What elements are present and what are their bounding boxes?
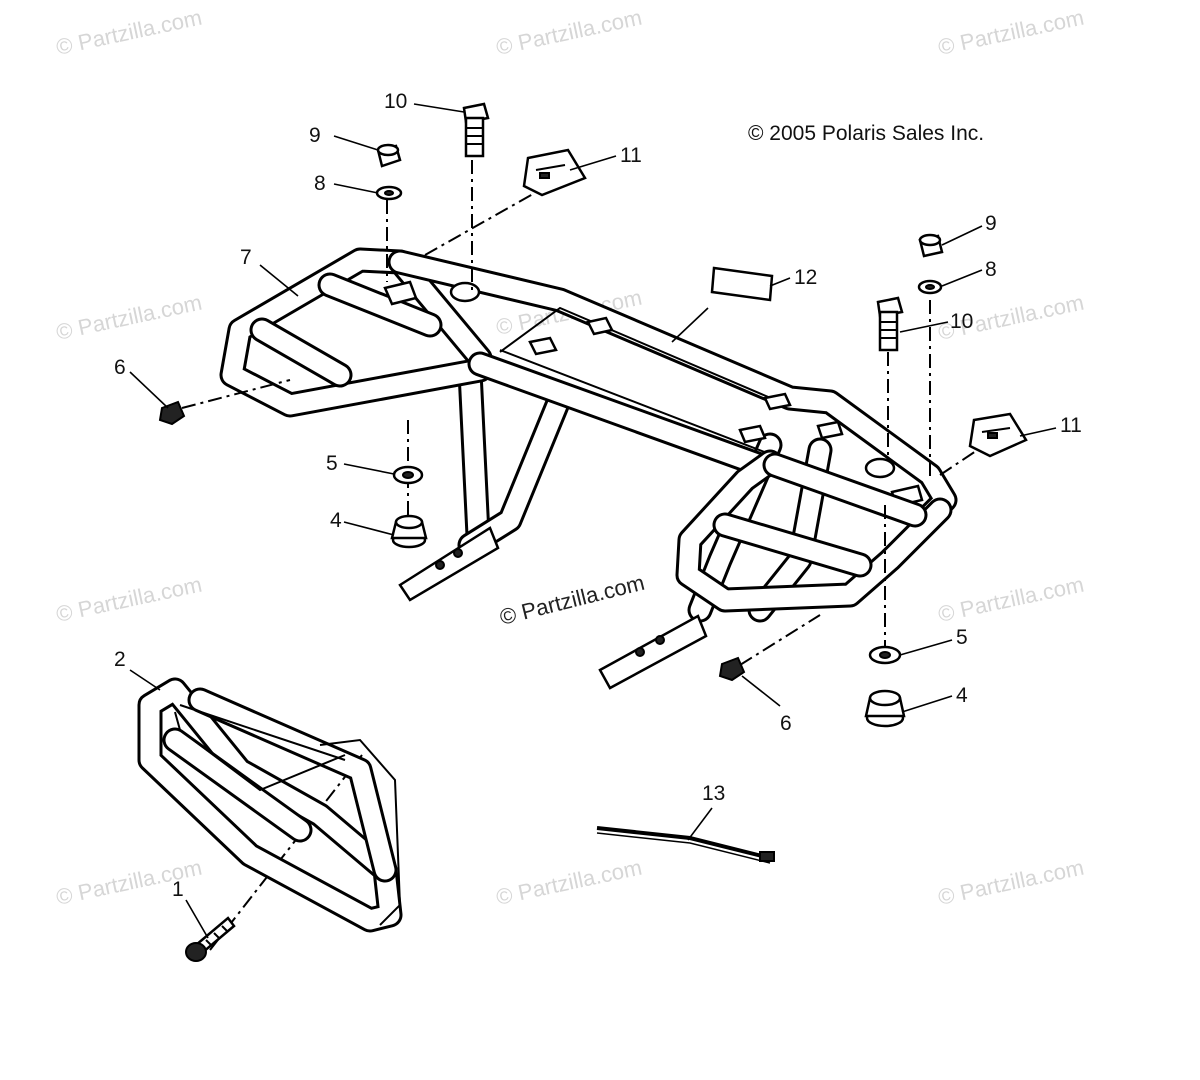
cap-nut-9-left	[376, 143, 402, 168]
washer-8-left	[375, 185, 403, 201]
callout-4: 4	[956, 684, 968, 707]
callout-11: 11	[620, 144, 642, 167]
flange-nut-4-right	[864, 689, 906, 728]
callout-10: 10	[950, 310, 973, 333]
callout-6: 6	[780, 712, 792, 735]
watermark: © Partzilla.com	[54, 572, 204, 627]
callout-8: 8	[314, 172, 326, 195]
washer-5-right	[868, 645, 902, 665]
watermark: © Partzilla.com	[936, 855, 1086, 910]
callout-7: 7	[240, 246, 252, 269]
callout-2: 2	[114, 648, 126, 671]
washer-5-left	[392, 465, 424, 485]
callout-6: 6	[114, 356, 126, 379]
rack-right-loop	[675, 449, 953, 613]
watermark: © Partzilla.com	[936, 572, 1086, 627]
nut-6-left	[158, 400, 186, 426]
callout-10: 10	[384, 90, 407, 113]
callout-8: 8	[985, 258, 997, 281]
leader-lines	[129, 103, 1057, 939]
decal-12	[710, 266, 774, 302]
callout-5: 5	[326, 452, 338, 475]
callout-13: 13	[702, 782, 725, 805]
copyright-notice: © 2005 Polaris Sales Inc.	[748, 122, 984, 145]
watermark: © Partzilla.com	[494, 855, 644, 910]
callout-9: 9	[985, 212, 997, 235]
callout-1: 1	[172, 878, 184, 901]
bolt-1	[185, 916, 236, 962]
cap-nut-9-right	[918, 233, 944, 258]
flange-nut-4-left	[390, 514, 428, 549]
bumper-2	[137, 677, 403, 933]
callout-5: 5	[956, 626, 968, 649]
washer-8-right	[917, 279, 943, 295]
clip-11-left	[522, 148, 587, 197]
watermark: © Partzilla.com	[54, 5, 204, 60]
bolt-10-left	[462, 102, 490, 158]
callout-12: 12	[794, 266, 817, 289]
callout-4: 4	[330, 509, 342, 532]
rack-assembly	[219, 247, 958, 690]
clip-11-right	[968, 412, 1028, 458]
watermark: © Partzilla.com	[494, 5, 644, 60]
fasteners-right	[718, 233, 1028, 728]
watermark-center: © Partzilla.com	[497, 570, 647, 630]
bolt-10-right	[876, 296, 904, 352]
fasteners-left	[158, 102, 587, 549]
callout-9: 9	[309, 124, 321, 147]
watermark: © Partzilla.com	[54, 290, 204, 345]
callout-11: 11	[1060, 414, 1082, 437]
watermark: © Partzilla.com	[936, 5, 1086, 60]
callout-numbers: 10 9 8 11 7 6 5 4 12 9 8 10 11 5 4 6 2 1…	[114, 90, 1082, 901]
nut-6-right	[718, 656, 746, 682]
